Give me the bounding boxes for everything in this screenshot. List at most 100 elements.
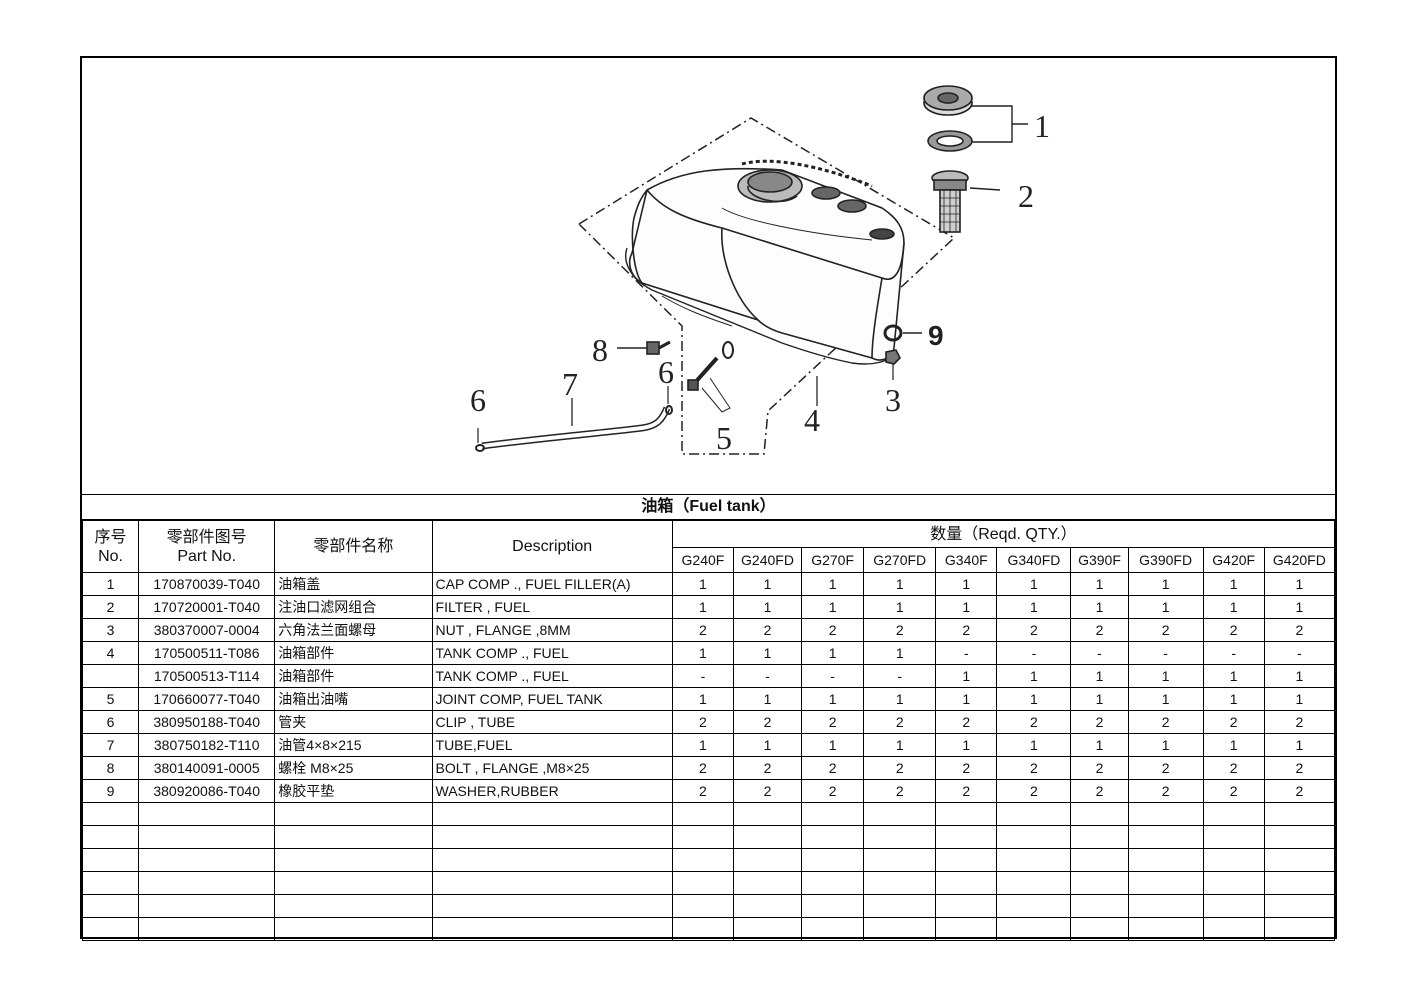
cell-qty: 1 [863, 572, 937, 596]
cell-qty: 1 [801, 687, 865, 711]
cell-empty [732, 825, 803, 849]
cell-qty: 2 [935, 618, 998, 642]
cell-qty: 1 [1202, 687, 1265, 711]
cell-empty [996, 848, 1072, 872]
cell-name-cn: 油箱盖 [274, 572, 433, 596]
cell-empty [1070, 848, 1129, 872]
cell-qty: 1 [1263, 687, 1336, 711]
cell-qty: 1 [996, 595, 1072, 619]
cell-empty [863, 894, 937, 918]
cell-qty: 2 [935, 710, 998, 734]
cell-qty: - [1070, 641, 1129, 665]
cell-qty: 2 [1070, 756, 1129, 780]
cell-empty [1070, 802, 1129, 826]
cell-empty [996, 871, 1072, 895]
cell-qty: - [801, 664, 865, 688]
cell-qty: 2 [1127, 756, 1204, 780]
cell-description: WASHER,RUBBER [431, 779, 673, 803]
cell-empty [1263, 848, 1336, 872]
cell-qty: 2 [1263, 618, 1336, 642]
cell-qty: 1 [671, 733, 734, 757]
cell-empty [935, 802, 998, 826]
header-part-en: Part No. [177, 547, 237, 565]
cell-empty [863, 802, 937, 826]
cell-empty [1263, 917, 1336, 941]
cell-empty [935, 848, 998, 872]
cell-qty: 2 [1070, 710, 1129, 734]
cell-empty [863, 917, 937, 941]
cell-qty: 1 [996, 687, 1072, 711]
table-row-empty [81, 825, 1336, 849]
cell-qty: - [863, 664, 937, 688]
cell-empty [1263, 825, 1336, 849]
header-seq-en: No. [98, 547, 123, 565]
cell-empty [671, 894, 734, 918]
cell-empty [863, 825, 937, 849]
cell-empty [1127, 802, 1204, 826]
cell-empty [801, 917, 865, 941]
cell-name-cn: 管夹 [274, 710, 433, 734]
cell-qty: 1 [1263, 572, 1336, 596]
cell-qty: 1 [1202, 572, 1265, 596]
cell-qty: 1 [801, 733, 865, 757]
cell-empty [274, 871, 433, 895]
cell-description: TANK COMP ., FUEL [431, 641, 673, 665]
cell-no: 3 [81, 618, 140, 642]
cell-empty [671, 802, 734, 826]
cell-empty [1202, 917, 1265, 941]
cell-qty: 1 [863, 641, 937, 665]
cell-empty [935, 917, 998, 941]
cell-qty: 2 [1070, 779, 1129, 803]
callout-6-right: 6 [658, 354, 674, 390]
header-part-cn: 零部件图号 [166, 528, 247, 546]
parts-sheet-frame: 1 2 3 4 5 6 6 7 8 9 油箱（Fuel tank） 序号 No.… [80, 56, 1337, 941]
cell-part-no: 170720001-T040 [138, 595, 276, 619]
cell-qty: - [671, 664, 734, 688]
cell-empty [935, 825, 998, 849]
cell-description: TANK COMP ., FUEL [431, 664, 673, 688]
cell-empty [671, 848, 734, 872]
cell-name-cn: 油箱出油嘴 [274, 687, 433, 711]
cell-qty: 2 [996, 710, 1072, 734]
cell-qty: 2 [1263, 779, 1336, 803]
cell-qty: 1 [1127, 572, 1204, 596]
cell-qty: 1 [1070, 664, 1129, 688]
cell-qty: 1 [1127, 664, 1204, 688]
cell-empty [1263, 802, 1336, 826]
cell-empty [863, 871, 937, 895]
cell-empty [138, 894, 276, 918]
cell-qty: 2 [1263, 756, 1336, 780]
cell-no: 8 [81, 756, 140, 780]
cell-empty [996, 917, 1072, 941]
cell-part-no: 170660077-T040 [138, 687, 276, 711]
cell-qty: 1 [996, 733, 1072, 757]
cell-qty: 2 [1202, 618, 1265, 642]
cell-empty [1070, 917, 1129, 941]
cell-qty: 1 [1263, 733, 1336, 757]
cell-empty [801, 894, 865, 918]
cell-empty [274, 848, 433, 872]
cell-description: FILTER , FUEL [431, 595, 673, 619]
cell-empty [81, 802, 140, 826]
cell-qty: 2 [996, 618, 1072, 642]
cell-empty [81, 848, 140, 872]
cell-part-no: 380140091-0005 [138, 756, 276, 780]
cell-empty [732, 802, 803, 826]
cell-description: CAP COMP ., FUEL FILLER(A) [431, 572, 673, 596]
cell-qty: 2 [935, 779, 998, 803]
cell-description: NUT , FLANGE ,8MM [431, 618, 673, 642]
header-seq: 序号 No. [81, 520, 140, 573]
cell-qty: 1 [671, 641, 734, 665]
cell-qty: 2 [732, 618, 803, 642]
header-model: G240F [671, 547, 734, 573]
cell-qty: 2 [671, 756, 734, 780]
cell-qty: 2 [801, 779, 865, 803]
cell-qty: 2 [732, 779, 803, 803]
cell-empty [732, 848, 803, 872]
cell-qty: 1 [732, 595, 803, 619]
header-model: G240FD [732, 547, 803, 573]
cell-empty [1202, 871, 1265, 895]
cell-qty: 1 [671, 595, 734, 619]
